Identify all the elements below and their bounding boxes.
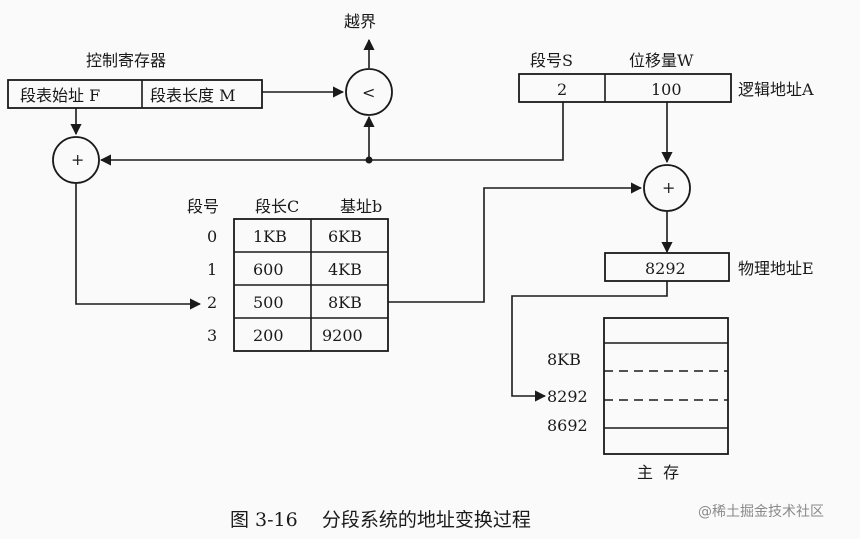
physical-address-value: 8292 (645, 259, 686, 278)
row-length: 600 (253, 260, 284, 279)
row-base: 9200 (322, 326, 363, 345)
logical-address-label: 逻辑地址A (738, 80, 814, 99)
row-base: 8KB (328, 293, 362, 312)
memory-mark-8292: 8292 (547, 387, 588, 406)
row-number: 1 (207, 260, 217, 279)
table-header-number: 段号 (187, 197, 219, 216)
offset-value: 100 (651, 80, 682, 99)
figure-caption: 图 3-16 分段系统的地址变换过程 (230, 509, 531, 531)
offset-w-header: 位移量W (629, 51, 694, 70)
segment-number-value: 2 (557, 80, 567, 99)
row-base: 6KB (328, 227, 362, 246)
row-number: 0 (207, 227, 217, 246)
row-length: 1KB (253, 227, 287, 246)
watermark: @稀土掘金技术社区 (698, 504, 824, 520)
physical-address-label: 物理地址E (738, 259, 814, 278)
control-register-box (7, 79, 263, 109)
left-adder-symbol: + (71, 150, 84, 169)
table-header-length: 段长C (255, 197, 299, 216)
over-limit-label: 越界 (344, 12, 376, 31)
comparator-circle (345, 68, 393, 116)
segment-number-s-header: 段号S (530, 51, 573, 70)
right-adder-symbol: + (662, 178, 675, 197)
s-route-line (369, 102, 564, 161)
segment-table-length-m: 段表长度 M (150, 86, 235, 105)
row-base: 4KB (328, 260, 362, 279)
row-length: 500 (253, 293, 284, 312)
adder-to-row2-arrow (75, 183, 202, 310)
physical-to-memory-arrow (511, 281, 668, 402)
segment-table-start-f: 段表始址 F (20, 86, 100, 105)
memory-mark-8692: 8692 (547, 416, 588, 435)
logical-address-box (518, 73, 732, 103)
row-number: 2 (207, 293, 217, 312)
main-memory-box (603, 317, 729, 455)
memory-mark-8kb: 8KB (547, 350, 581, 369)
row-length: 200 (253, 326, 284, 345)
table-header-base: 基址b (340, 197, 382, 216)
row-number: 3 (207, 326, 217, 345)
base-to-adder-arrow (388, 182, 643, 303)
comparator-symbol: < (362, 83, 375, 102)
main-memory-label: 主 存 (637, 463, 679, 482)
control-register-title: 控制寄存器 (86, 51, 166, 70)
